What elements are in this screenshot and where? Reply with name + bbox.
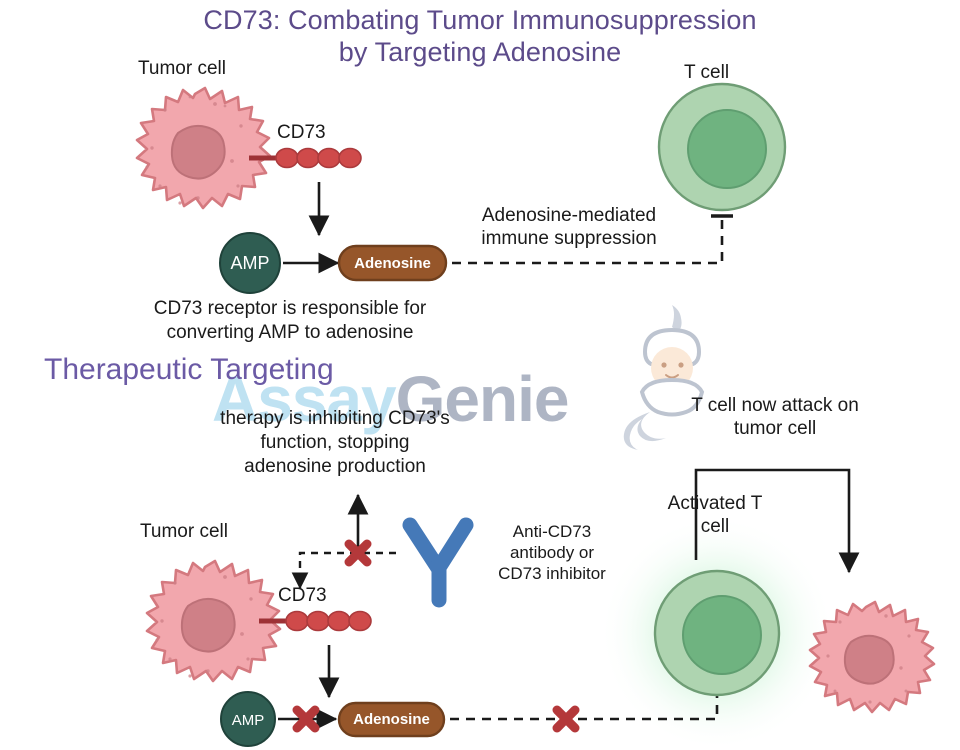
tumor-cell-bottom bbox=[145, 559, 282, 683]
caption-top-line1: CD73 receptor is responsible for bbox=[153, 298, 427, 319]
therapy-text-line3: adenosine production bbox=[244, 456, 426, 477]
amp-node-bottom bbox=[220, 691, 276, 747]
caption-top-line2: converting AMP to adenosine bbox=[166, 322, 414, 343]
label-antibody-line2: antibody or bbox=[509, 543, 595, 562]
anti-cd73-antibody-icon bbox=[402, 517, 474, 608]
label-t-cell-top: T cell bbox=[684, 62, 730, 83]
cd73-receptor-bottom bbox=[259, 610, 372, 632]
label-tumor-cell-bottom: Tumor cell bbox=[140, 521, 228, 542]
label-antibody-line1: Anti-CD73 bbox=[512, 522, 592, 541]
label-attack-line2: tumor cell bbox=[733, 418, 817, 439]
inhibition-connector-top bbox=[452, 214, 733, 265]
adenosine-node-bottom bbox=[337, 701, 446, 738]
label-adenosine-top: Adenosine bbox=[354, 254, 431, 272]
therapy-text-line1: therapy is inhibiting CD73's bbox=[220, 408, 450, 429]
label-adenosine-bottom: Adenosine bbox=[353, 711, 430, 728]
label-activated-t-cell-line2: cell bbox=[700, 516, 730, 537]
genie-mascot-icon bbox=[623, 305, 705, 450]
label-antibody-line3: CD73 inhibitor bbox=[498, 564, 606, 583]
cd73-receptor-top bbox=[249, 147, 362, 169]
t-cell-top bbox=[657, 82, 787, 212]
tumor-cell-top bbox=[135, 86, 272, 210]
x-mark-suppression-block bbox=[552, 705, 580, 733]
label-tumor-cell-top: Tumor cell bbox=[138, 58, 226, 79]
page-title-line1: CD73: Combating Tumor Immunosuppression bbox=[203, 5, 757, 35]
label-suppression-line1: Adenosine-mediated bbox=[481, 205, 657, 226]
tumor-cell-attacked bbox=[808, 600, 936, 714]
page-title-line2: by Targeting Adenosine bbox=[338, 37, 622, 67]
label-cd73-bottom: CD73 bbox=[278, 585, 327, 606]
section-heading-therapeutic-targeting: Therapeutic Targeting bbox=[44, 353, 334, 386]
label-amp-bottom: AMP bbox=[231, 711, 265, 729]
label-amp-top: AMP bbox=[230, 252, 270, 273]
adenosine-node-top bbox=[337, 244, 448, 282]
label-activated-t-cell-line1: Activated T bbox=[667, 493, 763, 514]
label-attack-line1: T cell now attack on bbox=[691, 395, 859, 416]
x-mark-antibody-block bbox=[344, 539, 372, 567]
attack-connector bbox=[694, 468, 860, 574]
therapy-text-line2: function, stopping bbox=[260, 432, 410, 453]
x-mark-amp-conversion-block bbox=[292, 705, 320, 733]
label-cd73-top: CD73 bbox=[277, 122, 326, 143]
activated-t-cell bbox=[653, 569, 781, 697]
amp-node-top bbox=[219, 232, 281, 294]
label-suppression-line2: immune suppression bbox=[481, 228, 657, 249]
